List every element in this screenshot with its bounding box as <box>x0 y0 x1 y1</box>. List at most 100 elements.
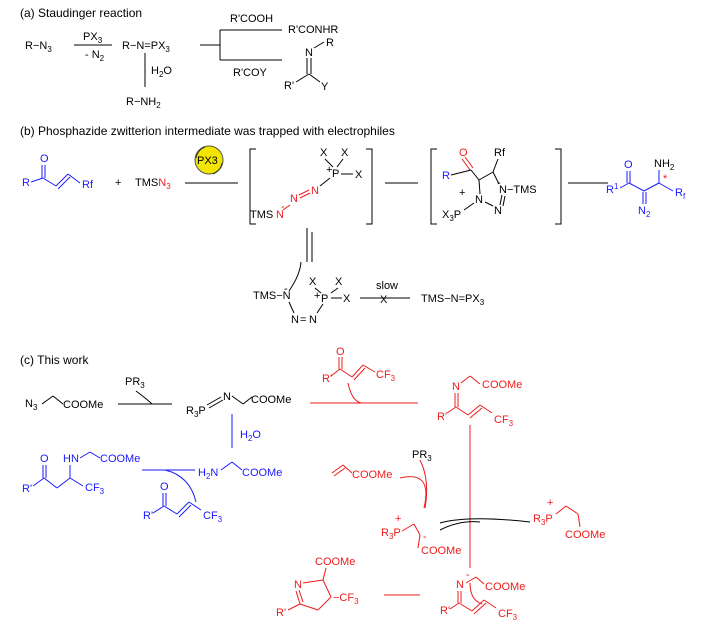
bond <box>555 505 567 515</box>
glycinate: H2N COOMe <box>198 461 282 481</box>
amine-h2n: H2N <box>198 467 218 481</box>
section-b: (b) Phosphazide zwitterion intermediate … <box>20 124 686 326</box>
bond <box>479 404 493 414</box>
water-c: H2O <box>240 429 261 443</box>
diene-r1: R' <box>437 411 447 423</box>
bond <box>55 173 69 187</box>
cyc-tms-n: TMS−N <box>253 290 291 302</box>
blocked-cross: X <box>380 294 388 306</box>
bond <box>469 375 481 385</box>
tri-x3p: X3P <box>442 209 461 223</box>
bond <box>470 169 480 181</box>
acyl-reagent: R'COY <box>233 67 268 79</box>
methyl-acrylate: COOMe <box>331 464 392 481</box>
catalyst-px3: PX3 <box>194 145 224 175</box>
tri-minus: - <box>497 177 501 189</box>
azadiene: N COOMe R' CF3 <box>437 375 522 428</box>
cyc-minus: - <box>284 283 288 295</box>
bond <box>463 202 475 211</box>
electron-push <box>288 261 302 292</box>
zwc-coome: COOMe <box>421 545 461 557</box>
bond <box>336 158 344 168</box>
bond <box>471 599 485 612</box>
bond <box>484 201 494 207</box>
enone-blue-c: O R' CF3 <box>143 481 223 524</box>
bond <box>152 505 165 514</box>
pyrroline-product: COOMe N −CF3 R' <box>276 556 359 619</box>
enone-blue: O R Rf <box>22 153 94 191</box>
enone-red: O R' CF3 <box>322 346 396 385</box>
pyr-cf3: −CF3 <box>333 592 359 606</box>
arrow-release <box>439 518 531 524</box>
prod-r1: R1 <box>606 182 619 196</box>
bprod-r1: R' <box>22 483 32 495</box>
bond <box>30 177 44 183</box>
bond <box>231 461 243 471</box>
bracket-right <box>366 148 373 225</box>
arrow-to-zwitterion <box>399 476 427 509</box>
bond <box>43 477 58 489</box>
bond <box>460 375 471 384</box>
bond <box>208 399 224 409</box>
bond <box>658 182 674 192</box>
bprod-o: O <box>40 453 49 465</box>
catalyst-circle <box>194 145 224 175</box>
reagent-px3: PX3 <box>83 31 103 45</box>
ph-coome: COOMe <box>565 529 605 541</box>
bracket-right <box>555 148 562 225</box>
section-a-header: (a) Staudinger reaction <box>20 6 142 20</box>
bond <box>79 451 91 459</box>
enone-r: R <box>22 177 30 189</box>
bond <box>475 576 485 585</box>
bond <box>455 406 469 416</box>
renone-o: O <box>336 346 345 358</box>
catalyst-label: PX3 <box>197 155 218 167</box>
bond <box>330 368 341 377</box>
bond <box>57 176 71 190</box>
bond <box>52 395 64 405</box>
bond <box>295 590 301 605</box>
bprod-cf3: CF3 <box>85 482 105 496</box>
imine-y: Y <box>321 81 329 93</box>
bond <box>316 303 324 314</box>
bond <box>628 182 645 192</box>
anion-coome: COOMe <box>485 581 525 593</box>
diazo-product: O R1 NH2 * Rf N2 <box>606 158 686 219</box>
bond <box>69 477 84 487</box>
renone-r1: R' <box>322 373 332 385</box>
pr3-label: PR3 <box>125 376 145 390</box>
bond <box>464 156 474 169</box>
bond <box>314 287 322 294</box>
ylide-r3p: R3P <box>186 405 206 419</box>
benone-o: O <box>160 481 169 493</box>
slow-label: slow <box>376 280 398 292</box>
pr3-red-label: PR3 <box>412 449 432 463</box>
reagent-minus-n2: - N2 <box>85 49 105 63</box>
bond <box>287 603 301 611</box>
zwc-plus: + <box>395 513 401 525</box>
azide-label: R−N3 <box>25 40 52 54</box>
catalyst-cycle-arrow <box>195 146 206 159</box>
bond <box>322 579 332 598</box>
zw-plus: + <box>326 164 332 176</box>
az-n3: N3 <box>25 398 38 412</box>
bprod-hn: HN <box>63 453 79 465</box>
ylide-n: N <box>223 391 231 403</box>
section-c-header: (c) This work <box>20 353 89 367</box>
phosphazide-zwitterion: X X + P X N N N - TMS <box>249 147 373 225</box>
bond <box>89 451 101 459</box>
phosphonium-zwitterion: R3P + - COOMe <box>381 513 461 557</box>
anion-cf3: CF3 <box>498 608 518 622</box>
zw-minus: - <box>281 201 285 213</box>
bond <box>313 41 325 49</box>
bond <box>163 505 178 515</box>
zw-x2: X <box>341 147 349 159</box>
acid-reagent: R'COOH <box>230 13 273 25</box>
iminophosphorane-c: R3P N COOMe <box>186 391 291 419</box>
zw-n3: N <box>276 209 284 221</box>
bond <box>299 192 311 199</box>
bond <box>56 477 71 489</box>
zwc-minus: - <box>423 531 427 543</box>
cyc-x3: X <box>343 293 351 305</box>
bracket-left <box>249 148 256 225</box>
